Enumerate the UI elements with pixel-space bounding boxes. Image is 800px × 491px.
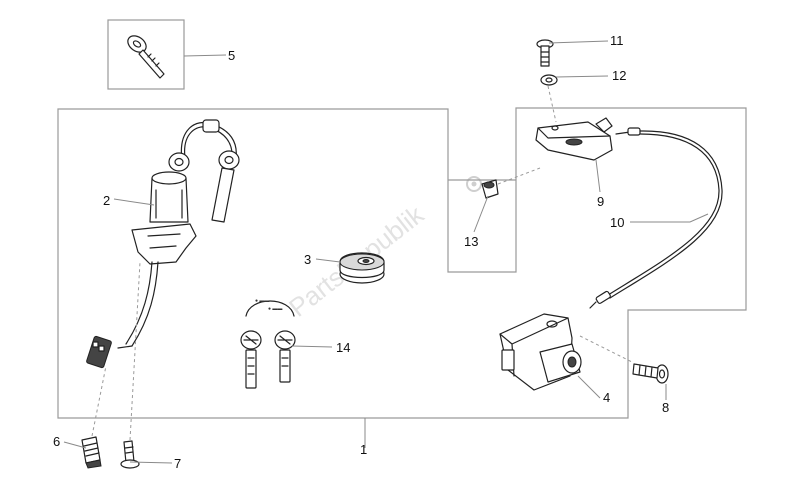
seat-lock-part-4 [499, 313, 582, 391]
callout-9: 9 [597, 194, 604, 209]
svg-text:● ▬▬: ● ▬▬ [255, 298, 269, 304]
callout-12: 12 [612, 68, 626, 83]
leader-9 [595, 159, 601, 193]
watermark-gear-icon [466, 176, 482, 192]
key-pair-part-14: ● ▬▬ ● ▬▬ [240, 298, 296, 389]
leader-2 [113, 198, 155, 206]
callout-2: 2 [103, 193, 110, 208]
fitting-part-13 [481, 179, 499, 199]
leader-13 [473, 195, 489, 233]
callout-10: 10 [610, 215, 624, 230]
leader-5 [183, 54, 227, 57]
dash-bolt7-up [129, 261, 141, 441]
leader-10 [630, 213, 709, 223]
callout-7: 7 [174, 456, 181, 471]
dash-screw6-up [91, 365, 107, 437]
dash-screw-to-plate [547, 85, 557, 123]
washer-part-12 [540, 74, 558, 86]
callout-4: 4 [603, 390, 610, 405]
callout-1: 1 [360, 442, 367, 457]
key-part-5 [127, 35, 165, 79]
leader-14 [291, 345, 333, 348]
release-cable-part-10 [589, 127, 723, 309]
callout-5: 5 [228, 48, 235, 63]
callout-8: 8 [662, 400, 669, 415]
dash-fitting-to-plate [497, 167, 541, 185]
ignition-lock-part-2 [86, 119, 240, 369]
leader-11 [548, 40, 609, 44]
callout-3: 3 [304, 252, 311, 267]
latch-plate-part-9 [535, 117, 613, 161]
leader-7 [129, 461, 173, 464]
callout-6: 6 [53, 434, 60, 449]
callout-11: 11 [610, 33, 624, 48]
leader-3 [315, 258, 341, 263]
frame-key-box [107, 19, 185, 90]
svg-text:● ▬▬: ● ▬▬ [268, 306, 282, 312]
callout-13: 13 [464, 234, 478, 249]
fuel-cap-part-3 [339, 252, 385, 284]
dash-bolt-to-lock [579, 335, 633, 363]
frame-main-kit [57, 107, 747, 419]
screw-part-11 [536, 39, 554, 67]
leader-12 [555, 75, 609, 78]
leader-6 [63, 441, 87, 449]
leader-4 [577, 375, 601, 399]
screw-part-6 [81, 436, 102, 469]
bolt-part-7 [120, 440, 140, 469]
bolt-part-8 [632, 363, 669, 384]
callout-14: 14 [336, 340, 350, 355]
